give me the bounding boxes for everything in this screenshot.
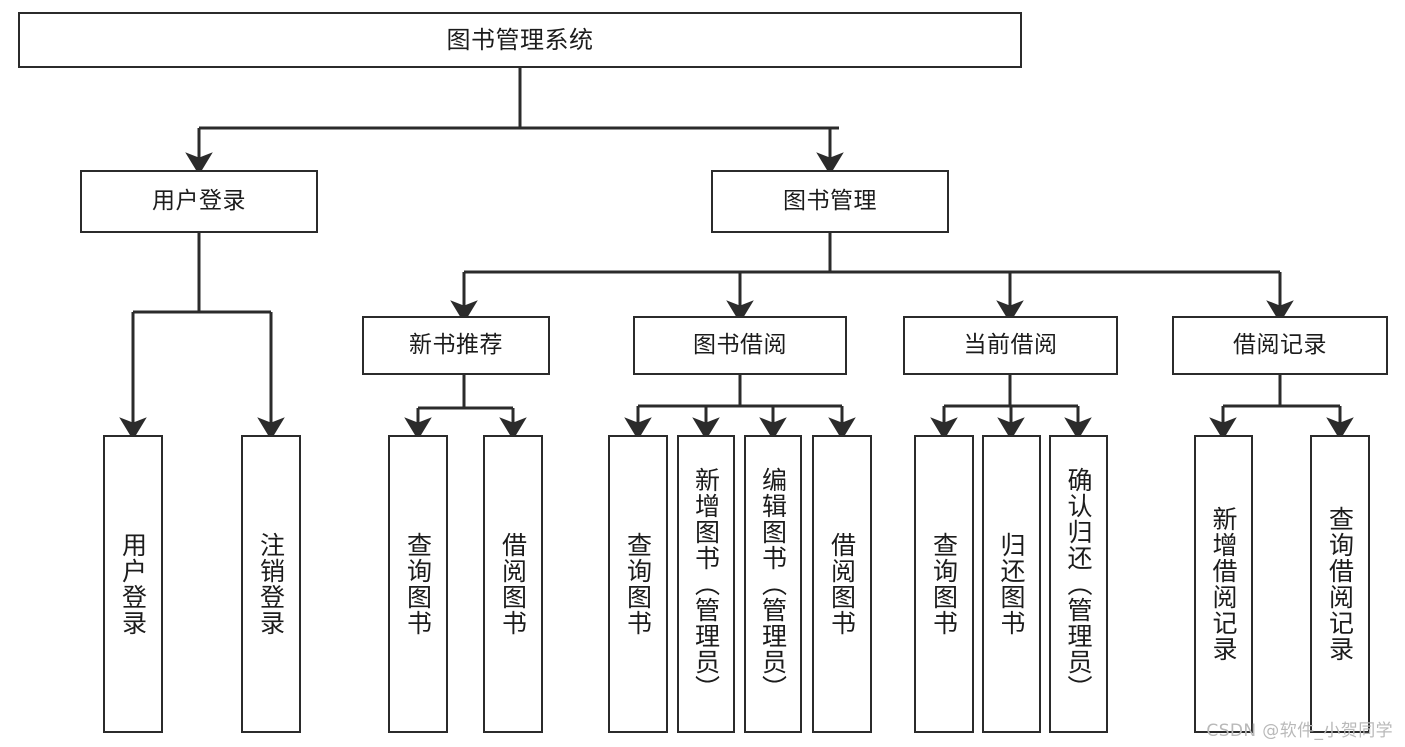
node-label: 借阅记录 — [1233, 331, 1327, 358]
node-user-login[interactable]: 用户登录 — [80, 170, 318, 233]
leaf-query-book-borrow[interactable]: 查询图书 — [608, 435, 668, 733]
node-label: 借阅图书 — [827, 532, 857, 636]
node-label: 确认归还（管理员） — [1064, 467, 1093, 701]
leaf-return-book[interactable]: 归还图书 — [982, 435, 1041, 733]
node-label: 归还图书 — [997, 532, 1026, 636]
leaf-query-borrow-record[interactable]: 查询借阅记录 — [1310, 435, 1370, 733]
node-label: 查询图书 — [403, 532, 433, 636]
node-label: 新书推荐 — [409, 331, 503, 358]
leaf-add-borrow-record[interactable]: 新增借阅记录 — [1194, 435, 1253, 733]
leaf-borrow-book-new[interactable]: 借阅图书 — [483, 435, 543, 733]
node-label: 当前借阅 — [963, 331, 1058, 358]
leaf-logout[interactable]: 注销登录 — [241, 435, 301, 733]
leaf-borrow-book[interactable]: 借阅图书 — [812, 435, 872, 733]
node-label: 新增借阅记录 — [1209, 506, 1238, 662]
node-label: 查询图书 — [929, 532, 959, 636]
watermark: CSDN @软件_小贺同学 — [1206, 721, 1393, 741]
node-label: 查询图书 — [623, 532, 653, 636]
node-label: 图书借阅 — [693, 331, 787, 358]
leaf-user-login[interactable]: 用户登录 — [103, 435, 163, 733]
leaf-add-book-admin[interactable]: 新增图书（管理员） — [677, 435, 735, 733]
leaf-query-book-current[interactable]: 查询图书 — [914, 435, 974, 733]
node-label: 用户登录 — [152, 187, 246, 214]
node-book-borrow[interactable]: 图书借阅 — [633, 316, 847, 375]
node-label: 用户登录 — [118, 532, 148, 636]
node-label: 图书管理系统 — [446, 25, 594, 54]
node-borrow-record[interactable]: 借阅记录 — [1172, 316, 1388, 375]
node-label: 注销登录 — [256, 532, 286, 636]
node-label: 新增图书（管理员） — [691, 467, 721, 701]
node-book-management[interactable]: 图书管理 — [711, 170, 949, 233]
leaf-query-book-new[interactable]: 查询图书 — [388, 435, 448, 733]
node-root[interactable]: 图书管理系统 — [18, 12, 1022, 68]
node-label: 图书管理 — [783, 187, 877, 214]
node-label: 编辑图书（管理员） — [758, 467, 788, 701]
node-label: 借阅图书 — [498, 532, 528, 636]
node-label: 查询借阅记录 — [1325, 506, 1355, 662]
node-new-book-recommend[interactable]: 新书推荐 — [362, 316, 550, 375]
leaf-confirm-return-admin[interactable]: 确认归还（管理员） — [1049, 435, 1108, 733]
node-current-borrow[interactable]: 当前借阅 — [903, 316, 1118, 375]
leaf-edit-book-admin[interactable]: 编辑图书（管理员） — [744, 435, 802, 733]
